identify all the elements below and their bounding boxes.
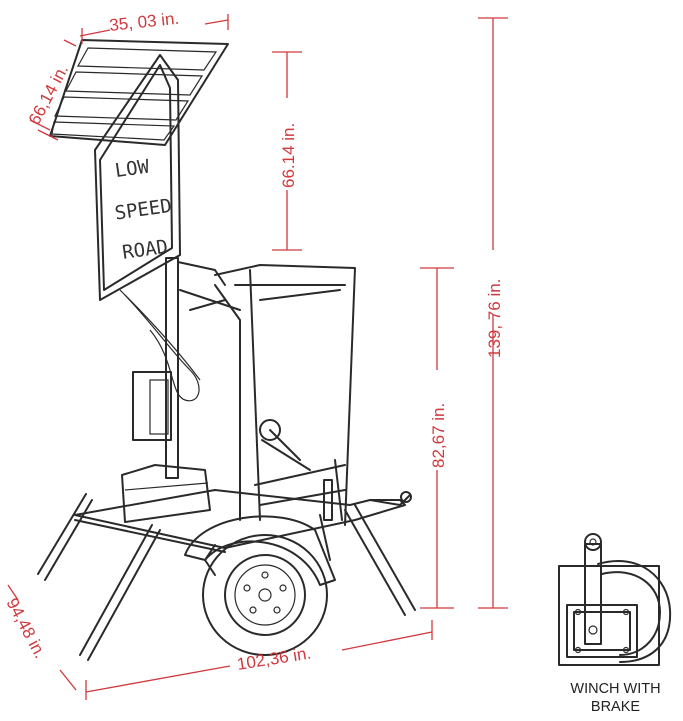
winch-caption: WINCH WITH BRAKE bbox=[548, 680, 683, 716]
winch-detail bbox=[558, 533, 672, 666]
sign-line-2: SPEED bbox=[113, 195, 173, 225]
sign-line-1: LOW bbox=[113, 155, 151, 182]
dim-panel-height-left: 66,14 in. bbox=[25, 61, 72, 128]
sign-line-3: ROAD bbox=[121, 236, 169, 264]
winch-caption-line-2: BRAKE bbox=[590, 699, 641, 715]
battery-box bbox=[121, 464, 211, 523]
solar-panel bbox=[49, 39, 229, 146]
dim-panel-height-mid: 66.14 in. bbox=[279, 123, 298, 188]
chassis bbox=[74, 489, 412, 553]
dim-frame-height: 82,67 in. bbox=[429, 403, 448, 468]
trailer-frame bbox=[179, 264, 356, 526]
dim-panel-width: 35, 03 in. bbox=[108, 9, 180, 35]
control-box bbox=[132, 371, 172, 441]
winch-caption-line-1: WINCH WITH bbox=[570, 681, 661, 697]
dimension-lines bbox=[7, 14, 508, 700]
outriggers bbox=[37, 493, 416, 661]
dim-length: 102,36 in. bbox=[236, 644, 313, 674]
dim-total-height: 139, 76 in. bbox=[485, 279, 504, 358]
dim-width-front: 94,48 in. bbox=[2, 595, 49, 662]
mast bbox=[119, 257, 226, 479]
wheel bbox=[202, 534, 328, 656]
frame-winch bbox=[259, 419, 343, 521]
